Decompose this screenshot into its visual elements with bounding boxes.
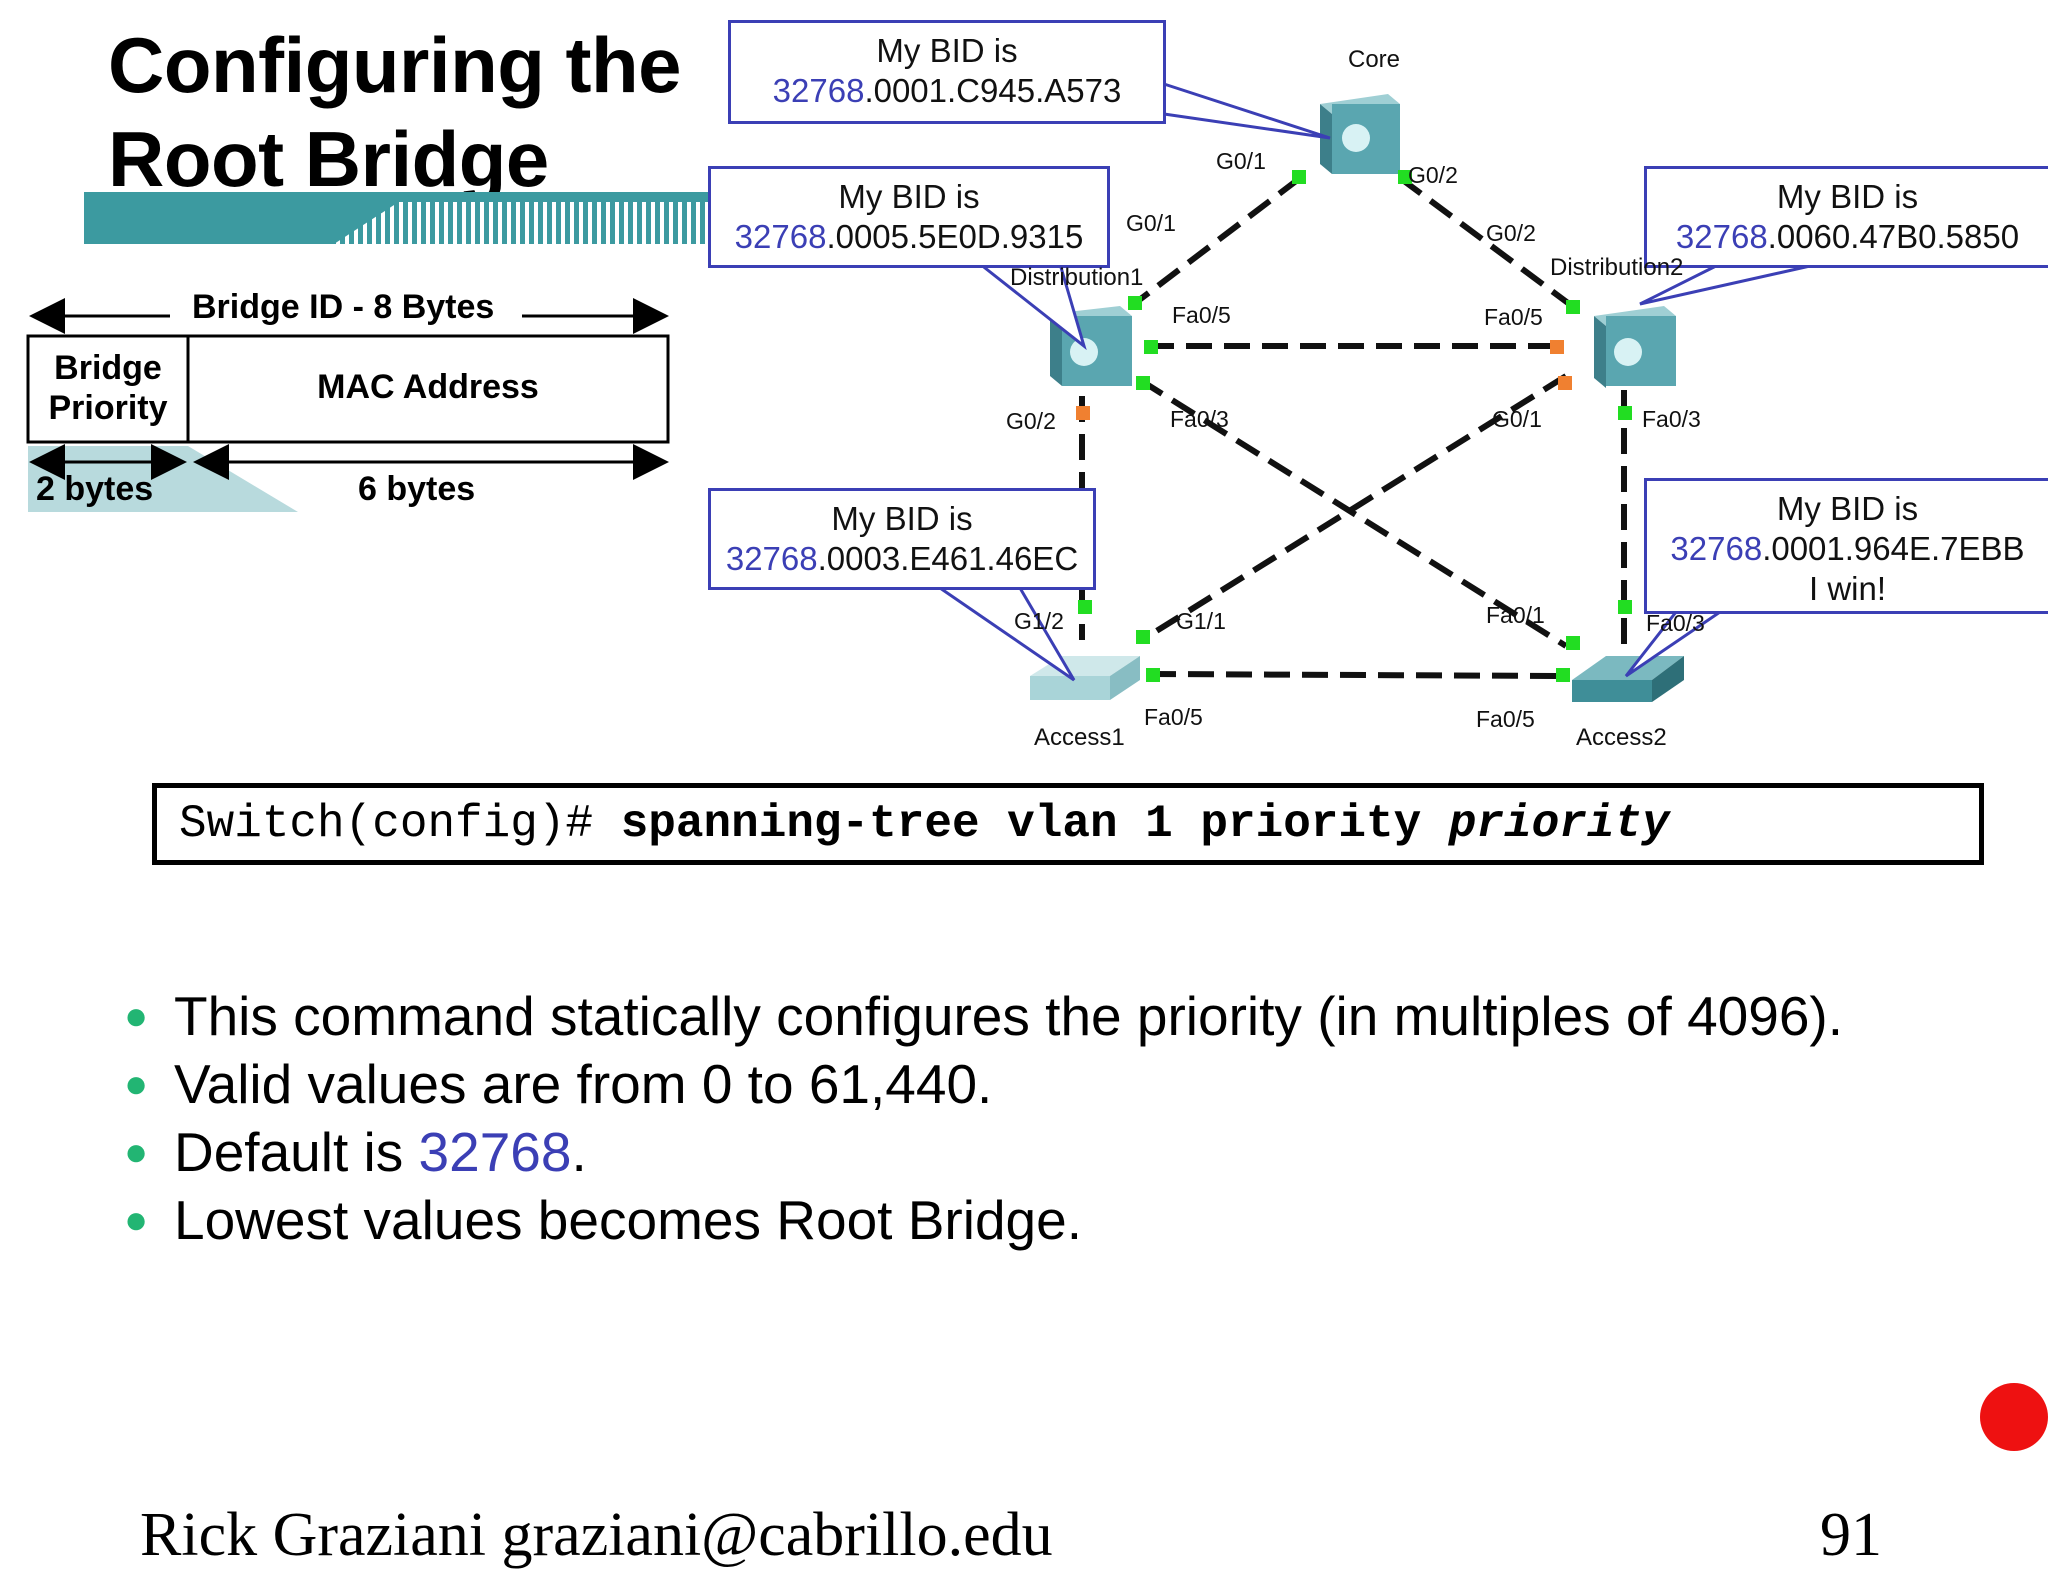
bullet-dot-icon: ● xyxy=(124,1198,149,1242)
device-label-access2: Access2 xyxy=(1576,724,1667,751)
slide-title: Configuring the Root Bridge xyxy=(108,18,682,206)
bid-priority-size: 2 bytes xyxy=(36,470,154,508)
port-dist2-g01: G0/1 xyxy=(1492,406,1542,432)
laser-pointer-dot xyxy=(1980,1383,2048,1451)
callout-pointers xyxy=(939,82,1811,682)
device-label-distribution1: Distribution1 xyxy=(1010,264,1144,291)
callout-access2-priority: 32768 xyxy=(1670,530,1763,567)
title-line-1: Configuring the xyxy=(108,21,682,109)
bid-mac-label: MAC Address xyxy=(317,368,539,406)
callout-core-mac: .0001.C945.A573 xyxy=(864,72,1122,109)
port-dist1-g01: G0/1 xyxy=(1126,210,1176,236)
bullet-text: Valid values are from 0 to 61,440. xyxy=(174,1053,993,1115)
bid-priority-label: Bridge Priority xyxy=(28,348,188,428)
link-dist1-access2 xyxy=(1138,377,1568,649)
device-label-core: Core xyxy=(1348,46,1401,73)
callout-dist2-mac: .0060.47B0.5850 xyxy=(1767,218,2020,255)
port-dist2-fa05: Fa0/5 xyxy=(1484,304,1543,330)
callout-dist1-heading: My BID is xyxy=(838,178,980,215)
callout-access2-note: I win! xyxy=(1808,570,1887,607)
callout-distribution2: My BID is 32768.0060.47B0.5850 xyxy=(1644,166,2048,268)
callout-core: My BID is 32768.0001.C945.A573 xyxy=(728,20,1166,124)
bid-header: Bridge ID - 8 Bytes xyxy=(184,288,503,327)
bid-priority-line2: Priority xyxy=(48,389,168,427)
bullet-text: Default is xyxy=(174,1121,419,1183)
port-acc1-fa05: Fa0/5 xyxy=(1144,704,1203,730)
port-dist1-fa03: Fa0/3 xyxy=(1170,406,1229,432)
bullet-dot-icon: ● xyxy=(124,994,149,1038)
callout-dist2-priority: 32768 xyxy=(1675,218,1768,255)
callout-access1: My BID is 32768.0003.E461.46EC xyxy=(708,488,1096,590)
callout-distribution1: My BID is 32768.0005.5E0D.9315 xyxy=(708,166,1110,268)
port-core-g02: G0/2 xyxy=(1408,162,1458,188)
port-acc2-fa05: Fa0/5 xyxy=(1476,706,1535,732)
callout-dist1-mac: .0005.5E0D.9315 xyxy=(826,218,1084,255)
port-dist1-fa05: Fa0/5 xyxy=(1172,302,1231,328)
bid-mac-size: 6 bytes xyxy=(358,470,476,508)
callout-dist1-priority: 32768 xyxy=(734,218,827,255)
command-keywords: spanning-tree vlan 1 priority xyxy=(620,798,1422,850)
bullet-dot-icon: ● xyxy=(124,1130,149,1174)
bullet-item: ● This command statically configures the … xyxy=(122,982,1843,1050)
port-dist2-fa03: Fa0/3 xyxy=(1642,406,1701,432)
title-decor-bar xyxy=(84,192,714,244)
distribution2-switch-icon xyxy=(1594,306,1676,388)
bid-box xyxy=(26,334,670,444)
port-acc1-g11: G1/1 xyxy=(1176,608,1226,634)
bullet-accent-value: 32768 xyxy=(418,1121,572,1183)
port-acc2-fa01: Fa0/1 xyxy=(1486,602,1545,628)
port-acc2-fa03: Fa0/3 xyxy=(1646,610,1705,636)
bullet-text-end: . xyxy=(571,1121,587,1183)
core-switch-icon xyxy=(1320,94,1400,174)
port-status-indicators xyxy=(1076,170,1632,682)
callout-core-priority: 32768 xyxy=(772,72,865,109)
port-dist2-g02: G0/2 xyxy=(1486,220,1536,246)
bullet-text: This command statically configures the p… xyxy=(174,985,1844,1047)
title-line-2: Root Bridge xyxy=(108,115,549,203)
command-argument: priority xyxy=(1448,798,1670,850)
bullet-list: ● This command statically configures the … xyxy=(122,982,1843,1254)
bullet-dot-icon: ● xyxy=(124,1062,149,1106)
stp-topology xyxy=(939,82,1811,702)
callout-access2: My BID is 32768.0001.964E.7EBB I win! xyxy=(1644,478,2048,614)
bullet-item: ● Default is 32768. xyxy=(122,1118,1843,1186)
bullet-item: ● Valid values are from 0 to 61,440. xyxy=(122,1050,1843,1118)
callout-access1-mac: .0003.E461.46EC xyxy=(817,540,1079,577)
callout-core-heading: My BID is xyxy=(876,32,1018,69)
callout-access2-heading: My BID is xyxy=(1776,490,1919,527)
callout-access1-heading: My BID is xyxy=(831,500,973,537)
device-label-access1: Access1 xyxy=(1034,724,1125,751)
link-dist2-access1 xyxy=(1140,373,1568,643)
bridge-id-diagram xyxy=(26,298,670,512)
device-label-distribution2: Distribution2 xyxy=(1550,254,1684,281)
callout-access2-mac: .0001.964E.7EBB xyxy=(1762,530,2025,567)
access2-switch-icon xyxy=(1572,656,1684,702)
link-access1-access2 xyxy=(1149,671,1565,679)
port-dist1-g02: G0/2 xyxy=(1006,408,1056,434)
port-core-g01: G0/1 xyxy=(1216,148,1266,174)
bid-priority-line1: Bridge xyxy=(54,349,162,387)
callout-dist2-heading: My BID is xyxy=(1776,178,1919,215)
command-prompt: Switch(config)# xyxy=(179,798,594,850)
callout-access1-priority: 32768 xyxy=(725,540,818,577)
link-core-dist1 xyxy=(1132,175,1302,307)
port-acc1-g12: G1/2 xyxy=(1014,608,1064,634)
bullet-item: ● Lowest values becomes Root Bridge. xyxy=(122,1186,1843,1254)
bullet-text: Lowest values becomes Root Bridge. xyxy=(174,1189,1082,1251)
command-syntax-box: Switch(config)# spanning-tree vlan 1 pri… xyxy=(152,783,1984,865)
